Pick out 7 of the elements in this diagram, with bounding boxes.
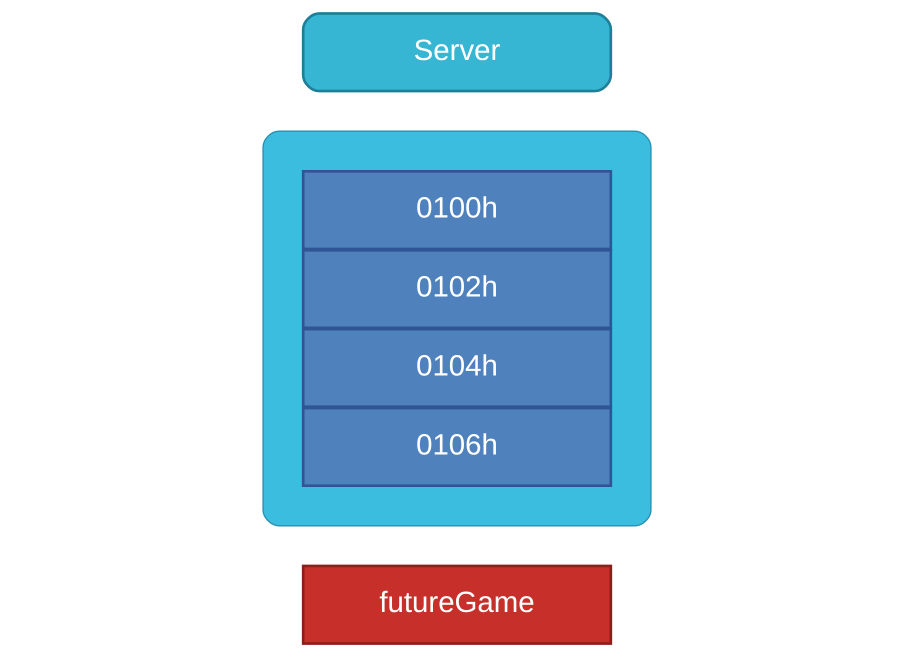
node-box: Server (301, 12, 612, 92)
node-box: 0100h (301, 170, 612, 250)
cluster (262, 130, 652, 526)
node-box: 0104h (301, 328, 612, 408)
node-box: 0102h (301, 248, 612, 330)
node-box: 0106h (301, 406, 612, 487)
node-box: futureGame (301, 564, 612, 645)
